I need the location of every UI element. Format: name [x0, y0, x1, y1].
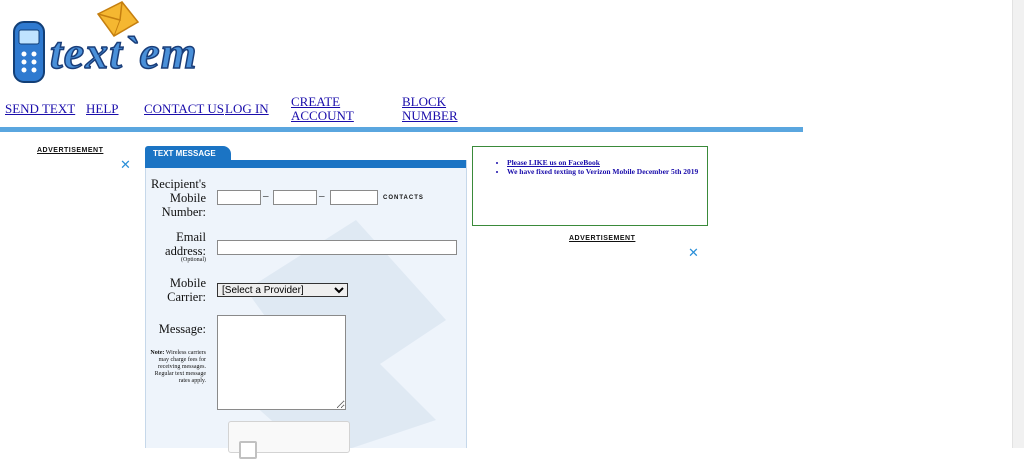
- carrier-select[interactable]: [Select a Provider]: [217, 283, 348, 297]
- nav-create-account-line2: ACCOUNT: [291, 108, 354, 123]
- carrier-label-line2: Carrier:: [167, 290, 206, 304]
- recipient-label-line2: Mobile: [169, 191, 206, 205]
- email-label-line2: address:: [165, 244, 206, 258]
- email-label-line1: Email: [176, 230, 206, 244]
- logo-text: text`em: [49, 26, 198, 79]
- nav-block-number-line1: BLOCK: [402, 94, 447, 109]
- message-textarea[interactable]: [217, 315, 346, 410]
- message-note: Note: Wireless carriers may charge fees …: [150, 350, 206, 385]
- page-scrollbar[interactable]: [1012, 0, 1024, 448]
- phone-line-input[interactable]: [330, 190, 378, 205]
- panel-top-bar: [145, 160, 466, 168]
- logo[interactable]: text`em: [4, 0, 219, 90]
- nav-send-text[interactable]: SEND TEXT: [5, 101, 76, 116]
- carrier-label: Mobile Carrier:: [148, 276, 206, 304]
- news-list: Please LIKE us on FaceBook We have fixed…: [473, 147, 707, 176]
- ad-close-icon[interactable]: ✕: [120, 157, 131, 172]
- news-box: Please LIKE us on FaceBook We have fixed…: [472, 146, 708, 226]
- message-note-text: Wireless carriers may charge fees for re…: [154, 350, 206, 384]
- ad-label-left: ADVERTISEMENT: [37, 147, 104, 154]
- email-label: Email address:: [148, 230, 206, 258]
- captcha-checkbox[interactable]: [239, 441, 257, 459]
- email-optional-label: (Optional): [181, 257, 206, 263]
- message-note-bold: Note:: [150, 350, 165, 356]
- tab-text-message[interactable]: TEXT MESSAGE: [145, 146, 231, 162]
- recipient-label-line1: Recipient's: [150, 177, 206, 191]
- email-input[interactable]: [217, 240, 457, 255]
- phone-separator-1: –: [263, 190, 269, 202]
- nav-log-in[interactable]: LOG IN: [225, 101, 269, 116]
- nav-create-account-line1: CREATE: [291, 94, 341, 109]
- message-label: Message:: [158, 322, 206, 336]
- phone-icon: [13, 21, 45, 83]
- header-divider: [0, 127, 803, 132]
- ad-close-icon[interactable]: ✕: [688, 245, 699, 260]
- phone-prefix-input[interactable]: [273, 190, 317, 205]
- phone-area-code-input[interactable]: [217, 190, 261, 205]
- phone-separator-2: –: [319, 190, 325, 202]
- nav-contact-us[interactable]: CONTACT US: [144, 101, 224, 116]
- contacts-link[interactable]: CONTACTS: [383, 195, 424, 201]
- news-item: We have fixed texting to Verizon Mobile …: [507, 168, 707, 176]
- nav-block-number-line2: NUMBER: [402, 108, 458, 123]
- ad-label-right: ADVERTISEMENT: [569, 235, 636, 242]
- recipient-label-line3: Number:: [161, 205, 206, 219]
- envelope-icon: [96, 1, 140, 37]
- recipient-label: Recipient's Mobile Number:: [148, 177, 206, 219]
- nav-help[interactable]: HELP: [86, 101, 119, 116]
- carrier-label-line1: Mobile: [169, 276, 206, 290]
- news-item: Please LIKE us on FaceBook: [507, 159, 707, 167]
- news-link-facebook[interactable]: Please LIKE us on FaceBook: [507, 158, 600, 167]
